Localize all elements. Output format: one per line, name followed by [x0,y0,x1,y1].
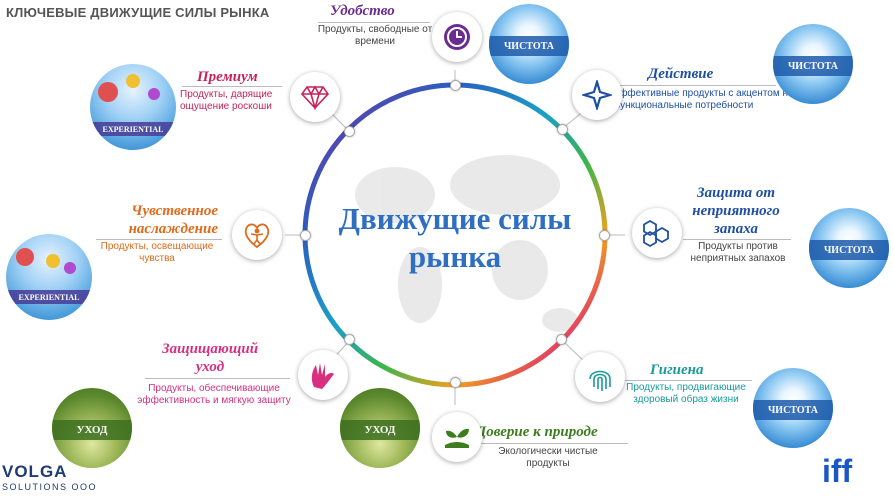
purity-photo-3: ЧИСТОТА [809,208,889,288]
purity-photo-4: ЧИСТОТА [753,368,833,448]
iff-logo: iff [822,453,853,489]
purity-badge-2: ЧИСТОТА [787,60,839,72]
sensory-title-line1: Чувственное [131,203,218,219]
purity-photo-1: ЧИСТОТА [489,4,569,84]
odor-title-line1: Защита от [696,185,776,201]
experiential-badge-2: EXPERIENTIAL [102,124,164,134]
odor-rule [683,239,791,240]
sensory-desc: Продукты, освещающие чувства [100,241,214,264]
action-desc: Эффективные продукты с акцентом на функц… [612,88,794,111]
care-photo-1: УХОД [340,388,420,468]
hands-icon [311,363,334,389]
premium-rule [182,86,282,87]
hygiene-rule [622,380,752,381]
volga-logo-subtitle: SOLUTIONS ООО [2,482,98,492]
odor-desc: Продукты против неприятных запахов [690,241,786,264]
ring-dot-convenience [450,80,461,91]
sensory-bubble [232,210,282,260]
sensory-rule [96,239,222,240]
flower-decoration [148,88,160,100]
flower-decoration [98,82,118,102]
premium-bubble [290,72,340,122]
hygiene-title: Гигиена [650,362,704,378]
action-bubble [572,70,622,120]
odor-title-line3: запаха [714,221,758,237]
protective-title-line1: Защищающий [161,341,259,357]
page-title: КЛЮЧЕВЫЕ ДВИЖУЩИЕ СИЛЫ РЫНКА [6,5,270,20]
world-map-background [355,155,578,332]
care-badge-2: УХОД [76,424,108,436]
convenience-bubble [432,12,482,62]
protective-title-line2: уход [195,359,225,375]
convenience-desc: Продукты, свободные от времени [317,24,433,47]
flower-decoration [46,254,60,268]
odor-title-line2: неприятного [692,203,780,219]
protective-bubble [298,350,348,400]
ring-dot-odor [599,230,610,241]
protective-desc: Продукты, обеспечивающие эффективность и… [137,383,291,406]
diamond-icon [300,85,330,110]
center-title: Движущие силы рынка [300,200,610,276]
purity-badge-3: ЧИСТОТА [823,244,875,256]
experiential-photo-1: EXPERIENTIAL [6,234,92,320]
volga-logo: VOLGA SOLUTIONS ООО [2,462,97,492]
convenience-title: Удобство [330,3,395,19]
ring-dot-sensory [300,230,311,241]
care-photo-2: УХОД [52,388,132,468]
ring-dot-nature [450,377,461,388]
sensory-title-line2: наслаждение [128,221,218,237]
sensory-title: Чувственное наслаждение [100,202,218,238]
heart-person-icon [244,223,270,249]
nature-bubble [432,412,482,462]
center-title-line1: Движущие силы [338,201,572,236]
nature-title: Доверие к природе [476,424,598,440]
purity-badge-1: ЧИСТОТА [503,40,555,52]
experiential-badge-1: EXPERIENTIAL [18,292,80,302]
ring-dot-hygiene [556,334,567,345]
nature-rule [478,443,628,444]
ring-dot-premium [344,126,355,137]
sprout-icon [445,428,469,448]
sparkle-icon [582,80,612,110]
molecule-icon [643,219,669,248]
action-title: Действие [648,66,714,82]
hygiene-bubble [575,352,625,402]
flower-decoration [16,248,34,266]
protective-title: Защищающий уход [150,340,270,376]
premium-title: Премиум [197,69,258,85]
hygiene-desc: Продукты, продвигающие здоровый образ жи… [626,382,746,405]
fingerprint-icon [589,370,611,391]
purity-photo-2: ЧИСТОТА [773,24,853,104]
clock-icon [444,24,470,50]
volga-logo-name: VOLGA [2,462,68,481]
odor-title: Защита от неприятного запаха [680,184,792,238]
center-title-line2: рынка [408,239,502,274]
convenience-rule [318,22,430,23]
care-badge-1: УХОД [364,424,396,436]
flower-decoration [64,262,76,274]
odor-bubble [632,208,682,258]
action-rule [618,85,776,86]
ring-dot-protective [344,334,355,345]
experiential-photo-2: EXPERIENTIAL [90,64,176,150]
purity-badge-4: ЧИСТОТА [767,404,819,416]
nature-desc: Экологически чистые продукты [498,446,598,469]
flower-decoration [126,74,140,88]
ring-dot-action [557,124,568,135]
protective-rule [145,378,290,379]
premium-desc: Продукты, дарящие ощущение роскоши [180,89,273,112]
